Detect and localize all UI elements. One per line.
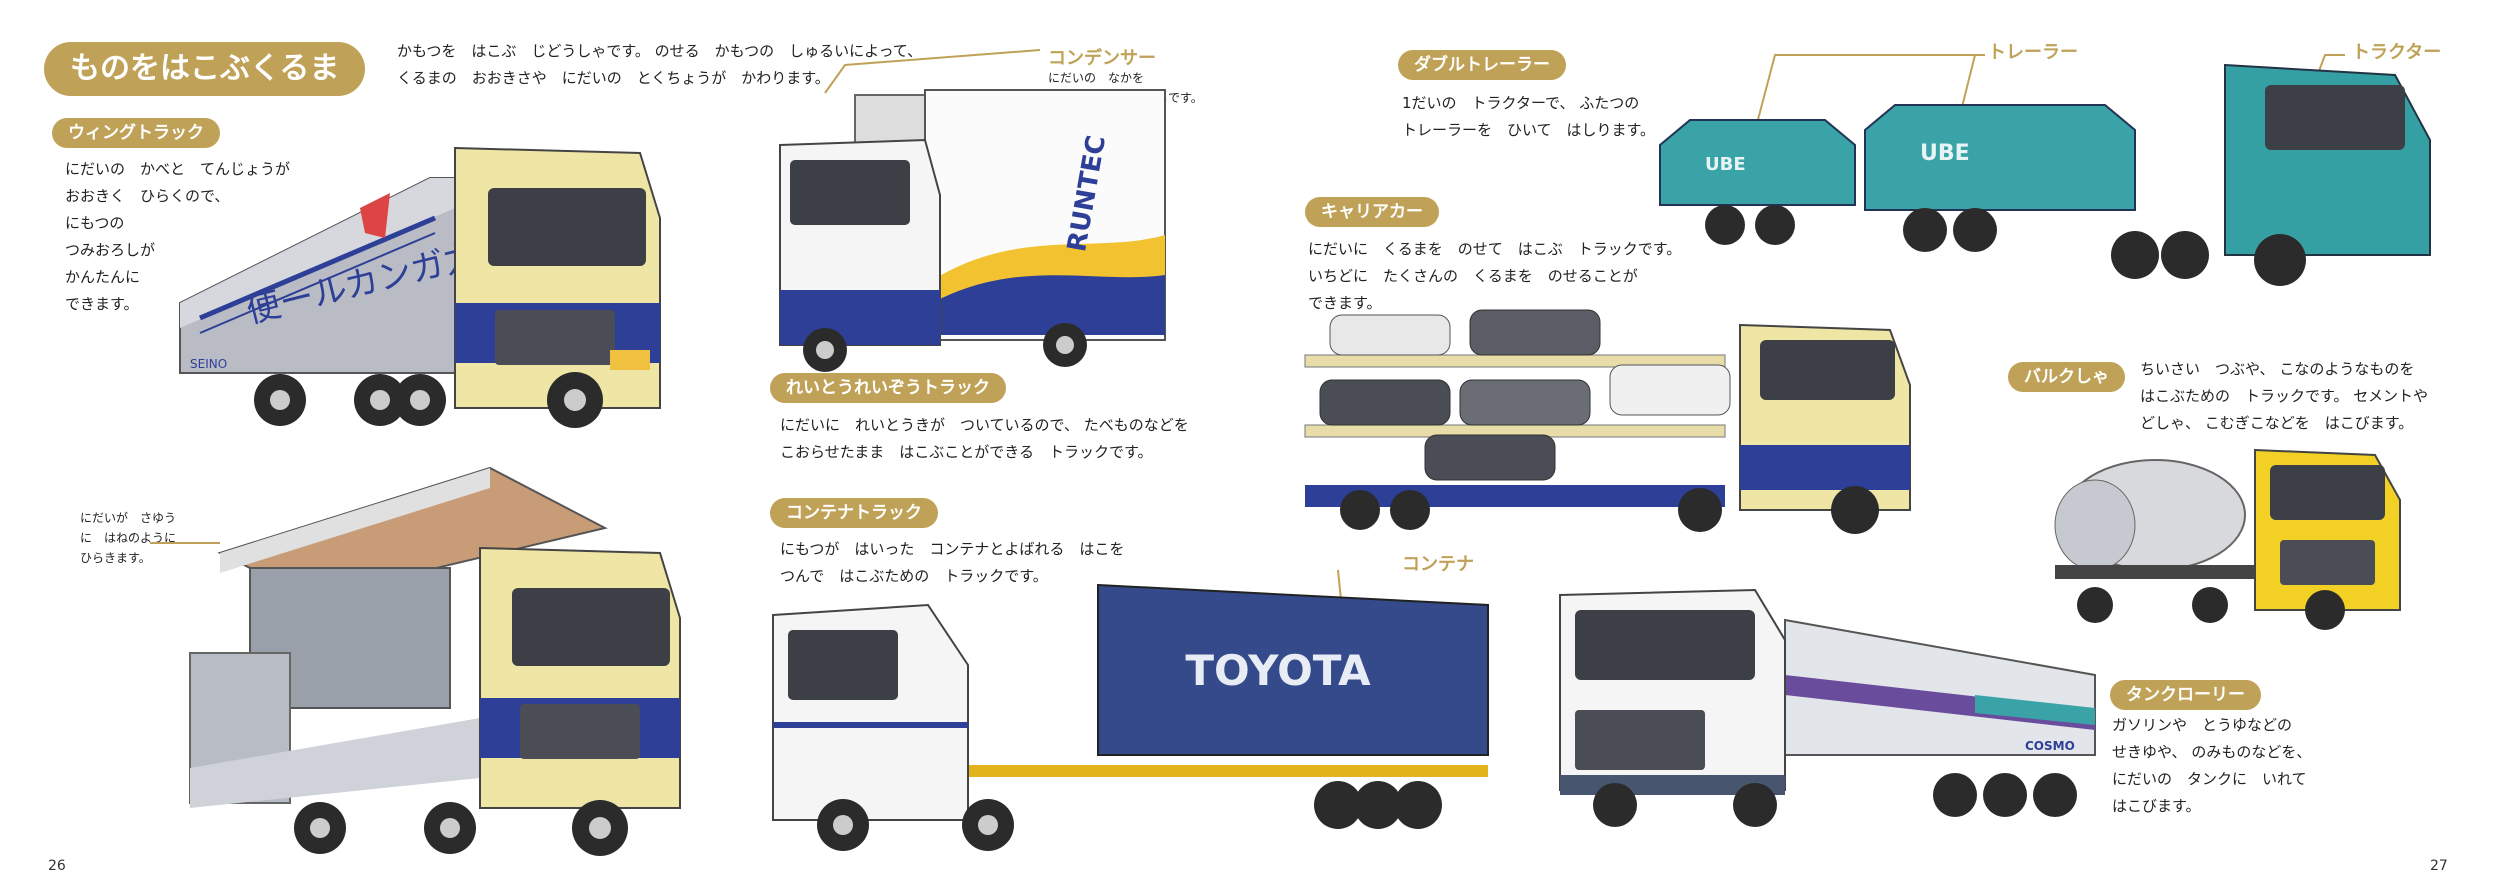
double-trailer-illustration: UBE UBE	[1659, 54, 2431, 286]
svg-text:UBE: UBE	[1705, 154, 1746, 175]
container-truck-label: コンテナトラック	[770, 498, 938, 528]
container-truck-illustration: TOYOTA	[772, 569, 1489, 851]
tank-lorry-label: タンクローリー	[2110, 680, 2261, 710]
container-truck-desc: にもつが はいった コンテナとよばれる はこを つんで はこぶための トラックで…	[780, 540, 1125, 585]
car-carrier-illustration	[1304, 309, 1911, 534]
svg-text:UBE: UBE	[1920, 141, 1970, 166]
wing-truck-label: ウィングトラック	[52, 118, 220, 148]
intro-text: かもつを はこぶ じどうしゃです。 のせる かもつの しゅるいによって、 くるま…	[397, 42, 923, 87]
reefer-truck-desc: にだいに れいとうきが ついているので、 たべものなどを こおらせたまま はこぶ…	[780, 416, 1189, 461]
wing-truck-open-illustration	[150, 466, 681, 856]
bulk-truck-label: バルクしゃ	[2008, 362, 2125, 392]
page-title: ものをはこぶくるま	[44, 42, 366, 96]
svg-text:SEINO: SEINO	[190, 357, 227, 371]
reefer-truck-illustration: RUNTEC	[779, 49, 1166, 372]
wing-truck-illustration: 便ールカンガ力 SEINO	[179, 146, 661, 428]
double-trailer-desc: 1だいの トラクターで、 ふたつの トレーラーを ひいて はしります。	[1402, 94, 1656, 139]
wing-open-note: にだいが さゆう に はねのように ひらきます。	[80, 511, 177, 565]
page-number-right: 27	[2430, 858, 2448, 874]
car-carrier-desc: にだいに くるまを のせて はこぶ トラックです。 いちどに たくさんの くるま…	[1308, 240, 1682, 312]
double-trailer-label: ダブルトレーラー	[1398, 50, 1566, 80]
container-callout: コンテナ	[1402, 554, 1474, 575]
bulk-truck-illustration	[2054, 448, 2401, 630]
car-carrier-label: キャリアカー	[1305, 197, 1439, 227]
reefer-truck-label: れいとうれいぞうトラック	[770, 373, 1006, 403]
svg-text:TOYOTA: TOYOTA	[1185, 646, 1371, 695]
tank-lorry-illustration: COSMO	[1559, 588, 2096, 827]
svg-text:COSMO: COSMO	[2025, 739, 2075, 753]
trailer-callout: トレーラー	[1988, 42, 2078, 63]
bulk-truck-desc: ちいさい つぶや、 こなのようなものを はこぶための トラックです。 セメントや…	[2140, 360, 2428, 432]
condenser-callout: コンデンサー	[1048, 48, 1156, 69]
wing-truck-desc: にだいの かべと てんじょうが おおきく ひらくので、 にもつの つみおろしが …	[65, 160, 291, 313]
tank-lorry-desc: ガソリンや とうゆなどの せきゆや、 のみものなどを、 にだいの タンクに いれ…	[2112, 716, 2312, 815]
page-number-left: 26	[48, 858, 66, 874]
tractor-callout: トラクター	[2352, 42, 2442, 63]
